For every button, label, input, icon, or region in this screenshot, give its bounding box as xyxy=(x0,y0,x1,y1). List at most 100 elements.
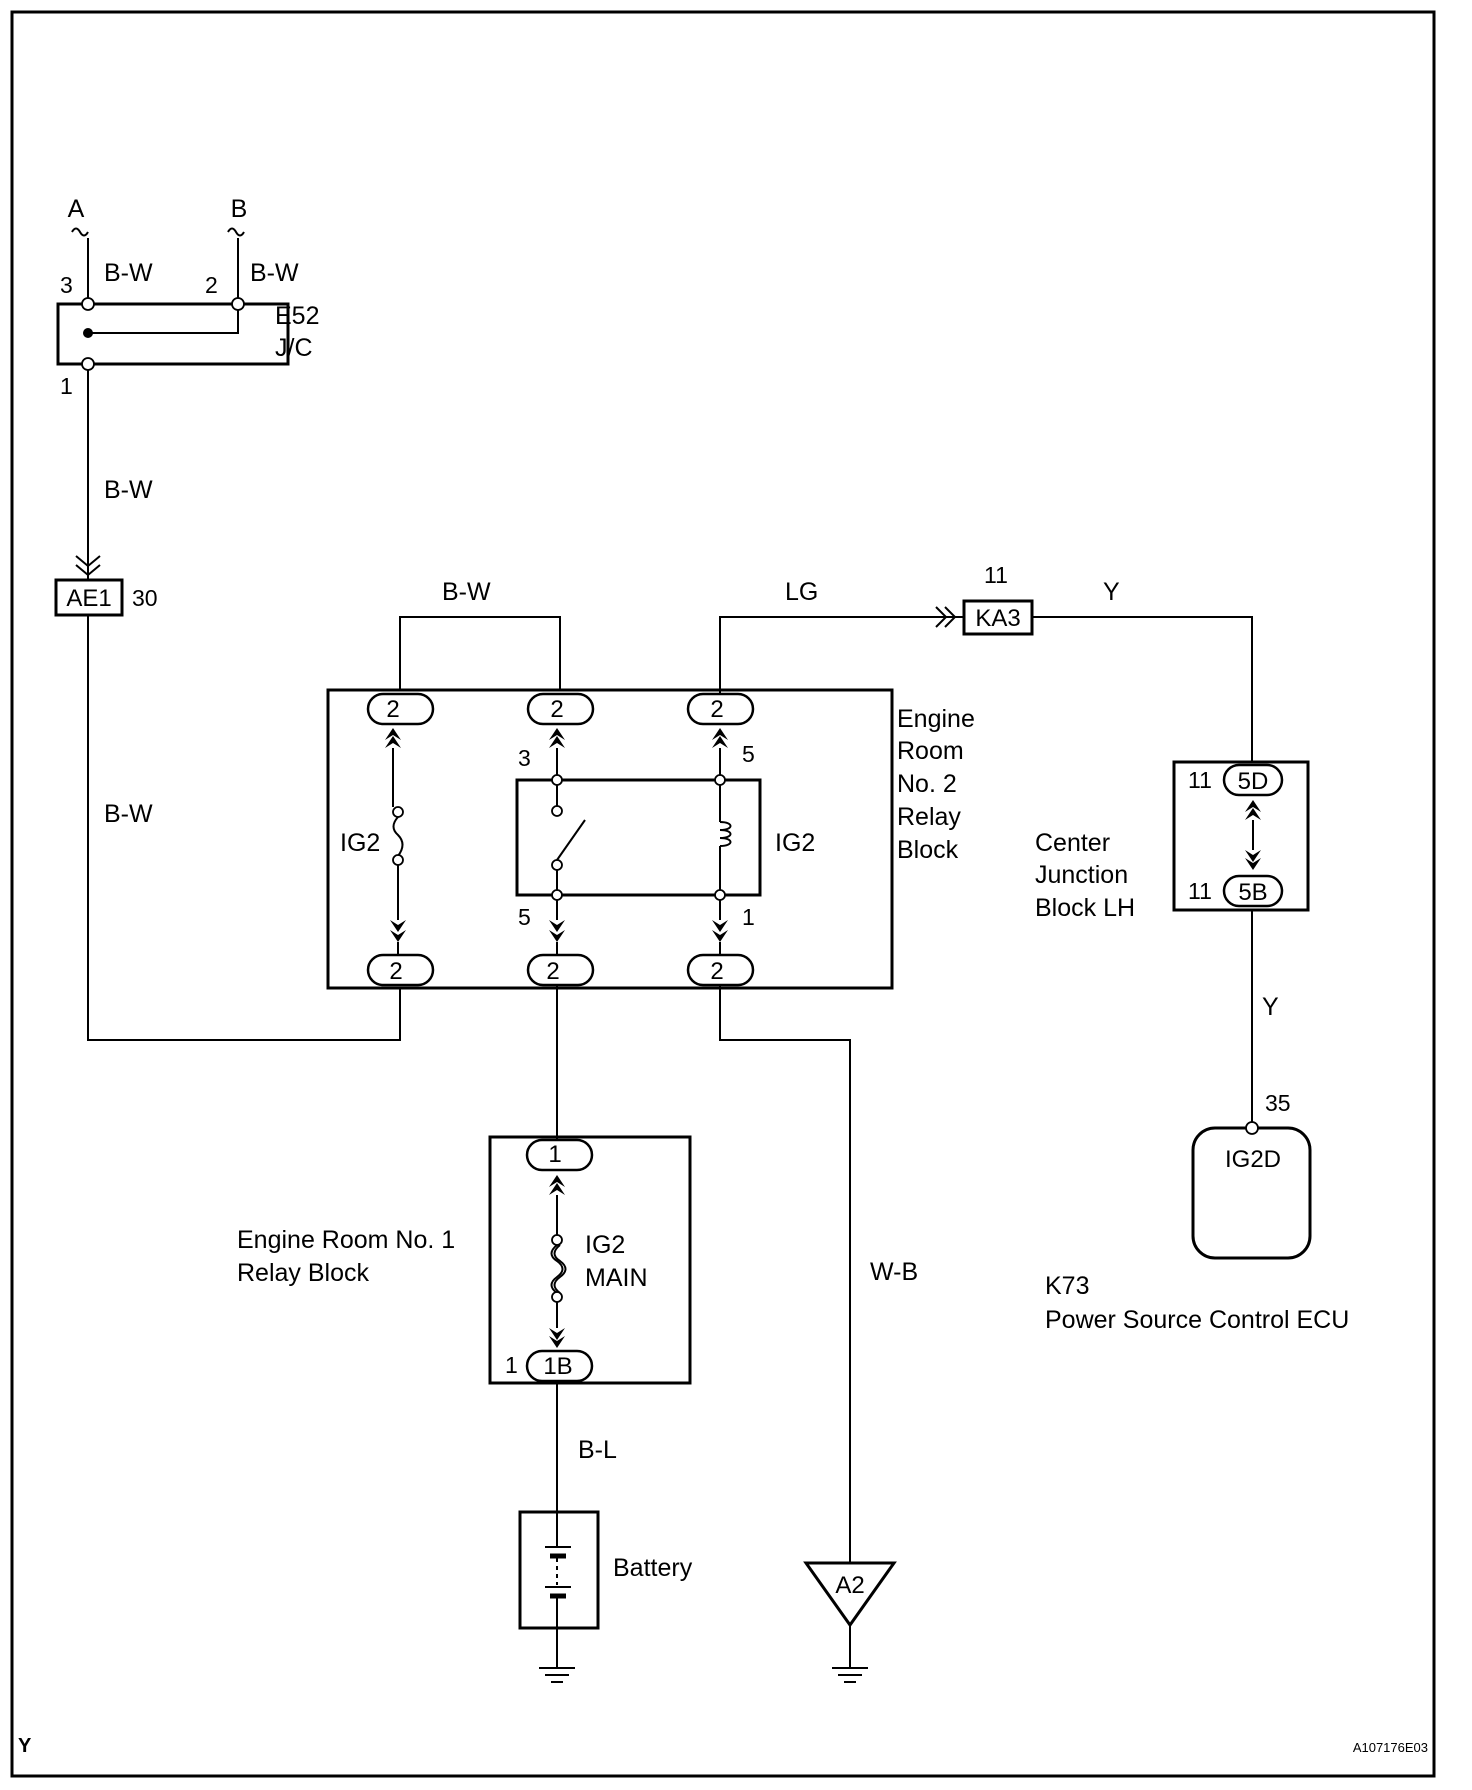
cjb-box xyxy=(1172,760,1310,912)
corner-letter: Y xyxy=(18,1735,32,1757)
rb2-bottom-left-pin: 2 xyxy=(389,958,402,985)
relay-block-2: 2 2 2 2 2 2 IG2 xyxy=(326,688,975,990)
terminal-b-label: B xyxy=(231,195,248,223)
junction-connector-e52: 3 2 1 E52 J/C xyxy=(56,272,319,399)
ka3-pin: 11 xyxy=(984,562,1008,588)
rb2-left-bottom-arrow xyxy=(390,920,406,932)
rb2-top-mid-pin: 2 xyxy=(550,696,563,723)
ae1-chevron-2 xyxy=(75,564,101,577)
wire-label-a-bw: B-W xyxy=(104,259,153,287)
relay-pin-top-right-label: 5 xyxy=(742,741,755,767)
e52-id: E52 xyxy=(275,302,319,330)
ka3-id: KA3 xyxy=(975,605,1020,632)
relay-coil-bottom-arrow xyxy=(712,920,728,932)
ground-point-a2: A2 xyxy=(803,1561,897,1628)
wire-lg-to-ka3 xyxy=(719,616,964,694)
cjb-pin-top: 11 xyxy=(1188,767,1212,793)
battery: Battery xyxy=(518,1510,693,1630)
cjb-name-line-3: Block LH xyxy=(1035,894,1135,922)
rb1-connector-bottom xyxy=(525,1349,594,1383)
ig2-main-fuse-node-top xyxy=(551,1234,563,1246)
ig2-relay-label: IG2 xyxy=(775,829,815,857)
relay-block-1-box xyxy=(488,1135,692,1385)
wire-label-b-bw: B-W xyxy=(250,259,299,287)
wire-label-ae1-bw: B-W xyxy=(104,800,153,828)
e52-type: J/C xyxy=(275,334,313,362)
cjb-name-line-2: Junction xyxy=(1035,861,1128,889)
relay-switch-top-arrow xyxy=(549,728,565,740)
ae1-id: AE1 xyxy=(66,585,111,612)
cjb-connector-5d-label: 5D xyxy=(1238,768,1269,795)
ig2-fuse-node-top xyxy=(392,806,404,818)
cjb-connector-5b-label: 5B xyxy=(1238,879,1267,906)
e52-pin-2-label: 2 xyxy=(205,272,218,298)
ig2-fuse: IG2 xyxy=(340,728,406,955)
cjb-bottom-arrow-2 xyxy=(1245,858,1261,870)
rb2-bottom-connector-left xyxy=(366,953,435,987)
figure-id: A107176E03 xyxy=(1353,1740,1428,1755)
ig2-fuse-element xyxy=(392,816,404,857)
ecu-id: K73 xyxy=(1045,1272,1089,1300)
relay-pin-3-node xyxy=(551,774,563,786)
wire-y-to-cjb xyxy=(1032,616,1253,762)
rb2-name-line-1: Engine xyxy=(897,705,975,733)
battery-label: Battery xyxy=(613,1554,693,1582)
relay-pin-5-bottom-node xyxy=(551,889,563,901)
relay-switch-top-arrow-2 xyxy=(549,736,565,748)
rb2-bottom-connector-mid xyxy=(526,953,595,987)
a2-label: A2 xyxy=(835,1572,864,1599)
a2-triangle xyxy=(803,1561,897,1628)
rb2-top-right-pin: 2 xyxy=(710,696,723,723)
rb1-name-line-2: Relay Block xyxy=(237,1259,369,1287)
rb1-bottom-pin: 1 xyxy=(505,1352,518,1378)
relay-block-2-box xyxy=(326,688,894,990)
e52-box xyxy=(56,302,290,366)
connector-ae1: AE1 30 xyxy=(54,578,158,617)
terminal-a: A xyxy=(68,195,89,237)
rb2-name-line-5: Block xyxy=(897,836,959,864)
cjb-top-arrow-2 xyxy=(1245,808,1261,820)
cjb-connector-5b xyxy=(1222,874,1284,908)
rb1-connector-bottom-label: 1B xyxy=(543,1353,572,1380)
terminal-a-break-mark xyxy=(71,227,89,237)
battery-ground-icon xyxy=(539,1628,575,1683)
rb2-top-connector-left xyxy=(366,692,435,726)
relay-pin-top-left-label: 3 xyxy=(518,745,531,771)
ig2-relay-box xyxy=(515,778,762,897)
cjb-connector-5d xyxy=(1222,763,1284,797)
e52-splice-dot xyxy=(83,328,93,338)
relay-pin-bottom-left-label: 5 xyxy=(518,904,531,930)
rb2-top-left-pin: 2 xyxy=(386,696,399,723)
ig2-fuse-node-bottom xyxy=(392,854,404,866)
terminal-b-break-mark xyxy=(227,227,245,237)
ka3-chevron-2 xyxy=(944,606,957,628)
rb2-left-bottom-arrow-2 xyxy=(390,930,406,942)
wire-label-y-bottom: Y xyxy=(1262,993,1279,1021)
rb1-bottom-arrow-2 xyxy=(549,1336,565,1348)
e52-pin-1-label: 1 xyxy=(60,373,73,399)
rb2-left-top-arrow-2 xyxy=(385,736,401,748)
wire-label-e52-bw: B-W xyxy=(104,476,153,504)
rb1-bottom-arrow xyxy=(549,1328,565,1340)
wire-label-wb: W-B xyxy=(870,1258,918,1286)
ecu-terminal: IG2D xyxy=(1225,1146,1281,1173)
ae1-chevron-1 xyxy=(75,555,101,568)
relay-switch-pivot xyxy=(551,859,563,871)
rb2-left-top-arrow xyxy=(385,728,401,740)
ig2-main-fuse-element-outer xyxy=(550,1244,564,1294)
relay-coil-winding xyxy=(719,821,732,847)
relay-switch-contact xyxy=(551,805,563,817)
cjb-pin-bottom: 11 xyxy=(1188,878,1212,904)
relay-pin-1-node xyxy=(714,889,726,901)
e52-pin-2 xyxy=(231,297,245,311)
rb2-bottom-mid-pin: 2 xyxy=(546,958,559,985)
rb1-connector-top xyxy=(525,1138,594,1172)
rb2-name-line-3: No. 2 xyxy=(897,770,957,798)
rb2-top-connector-mid xyxy=(526,692,595,726)
center-junction-block: 5D 11 5B 11 Center Junction Block LH xyxy=(1035,760,1310,922)
relay-coil-top-arrow-2 xyxy=(712,736,728,748)
relay-switch-blade xyxy=(556,819,586,861)
relay-block-1: 1 1B 1 IG2 MAIN Engine Room No. 1 Relay … xyxy=(237,1135,692,1385)
rb1-top-arrow-2 xyxy=(549,1183,565,1195)
